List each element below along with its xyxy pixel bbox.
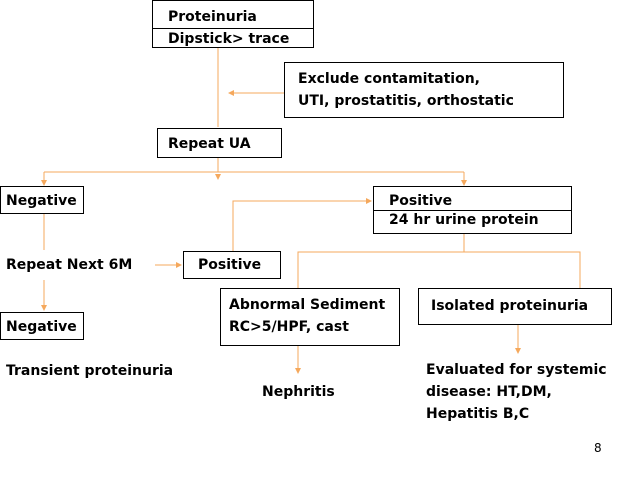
- negative-box-2: [0, 312, 84, 340]
- repeat-ua-label: Repeat UA: [168, 136, 251, 152]
- negative-label-2: Negative: [6, 319, 77, 335]
- positive-mid-label: Positive: [198, 257, 262, 273]
- positive-mid-box: [183, 251, 281, 279]
- evaluated-label: Evaluated for systemic disease: HT,DM, H…: [426, 362, 607, 422]
- proteinuria-box: [152, 0, 314, 48]
- dipstick-label: Dipstick> trace: [168, 31, 290, 47]
- urine-24hr-label: 24 hr urine protein: [389, 212, 539, 228]
- positive-24hr-divider: [374, 210, 571, 211]
- exclude-label: Exclude contamitation, UTI, prostatitis,…: [298, 71, 514, 109]
- negative-box-1: [0, 186, 84, 214]
- positive-24hr-box: [373, 186, 572, 234]
- abnormal-sediment-label: Abnormal Sediment RC>5/HPF, cast: [229, 297, 386, 335]
- proteinuria-box-divider: [153, 28, 313, 29]
- repeat-ua-box: [157, 128, 282, 158]
- transient-label: Transient proteinuria: [6, 363, 174, 379]
- isolated-label: Isolated proteinuria: [431, 298, 589, 314]
- isolated-box: [418, 288, 612, 325]
- abnormal-sediment-box: [220, 288, 400, 346]
- negative-label-1: Negative: [6, 193, 77, 209]
- page-number: 8: [594, 441, 602, 455]
- repeat-next-label: Repeat Next 6M: [6, 257, 133, 273]
- positive-top-label: Positive: [389, 193, 453, 209]
- exclude-box: [284, 62, 564, 118]
- proteinuria-label: Proteinuria: [168, 9, 257, 25]
- nephritis-label: Nephritis: [262, 384, 335, 400]
